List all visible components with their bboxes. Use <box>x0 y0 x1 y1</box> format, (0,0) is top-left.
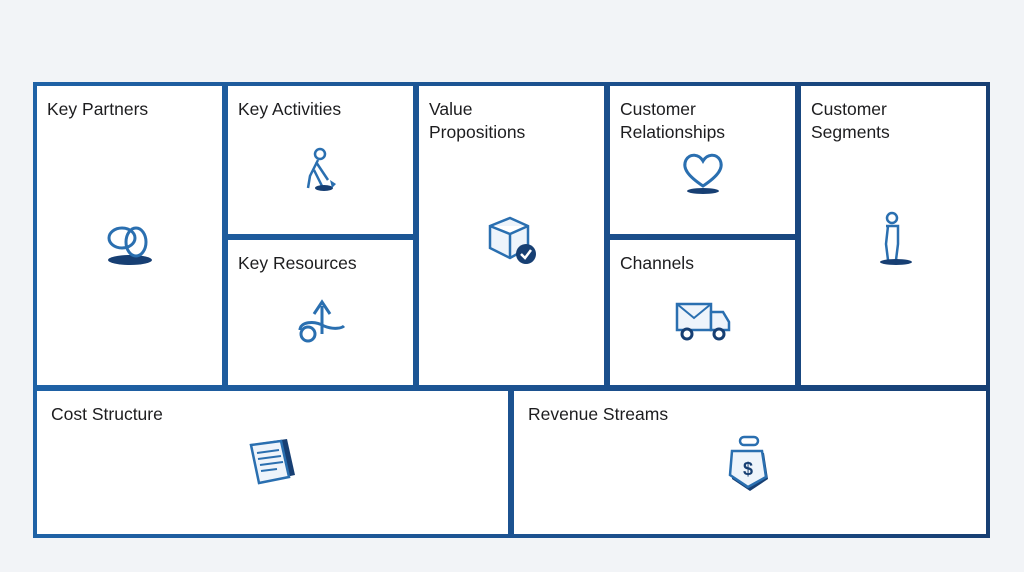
block-cost-structure: Cost Structure <box>37 391 508 534</box>
block-revenue-streams: Revenue Streams $ <box>514 391 986 534</box>
block-title: Value Propositions <box>429 99 526 142</box>
block-title: Customer Relationships <box>620 99 726 142</box>
block-title: Key Resources <box>238 253 357 273</box>
person-shoveling-icon <box>306 147 336 191</box>
block-customer-relationships: Customer Relationships <box>610 86 795 234</box>
business-model-canvas: Key Partners Key Activities Key Resource… <box>33 82 990 538</box>
block-title: Customer Segments <box>811 99 890 142</box>
svg-text:$: $ <box>743 459 753 479</box>
block-key-partners: Key Partners <box>37 86 222 385</box>
box-check-icon <box>488 216 536 264</box>
upload-arrow-icon <box>298 299 345 343</box>
person-icon <box>879 211 912 265</box>
block-customer-segments: Customer Segments <box>801 86 986 385</box>
block-value-propositions: Value Propositions <box>419 86 604 385</box>
heart-icon <box>682 153 723 194</box>
block-title: Channels <box>620 253 694 273</box>
block-title: Revenue Streams <box>528 404 669 424</box>
block-key-activities: Key Activities <box>228 86 413 234</box>
delivery-truck-icon <box>675 302 730 341</box>
block-title: Key Activities <box>238 99 342 119</box>
block-title: Cost Structure <box>51 404 163 424</box>
money-bag-icon: $ <box>728 435 768 491</box>
block-key-resources: Key Resources <box>228 240 413 385</box>
block-title: Key Partners <box>47 99 149 119</box>
block-channels: Channels <box>610 240 795 385</box>
chain-link-icon <box>107 226 152 265</box>
documents-icon <box>248 439 295 485</box>
